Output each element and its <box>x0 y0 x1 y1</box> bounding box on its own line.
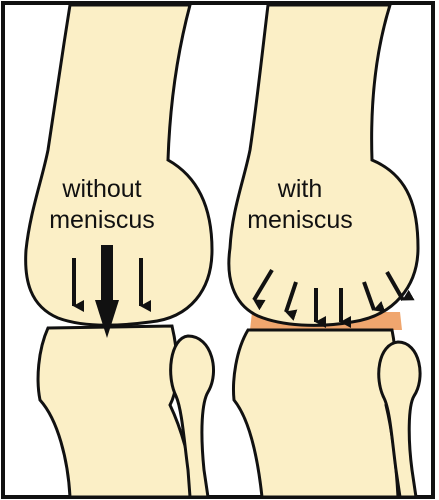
left-label-line1: without <box>61 175 141 203</box>
right-tibia <box>234 330 398 497</box>
right-label-line1: with <box>277 175 322 203</box>
right-label-line2: meniscus <box>247 206 353 234</box>
left-label-line2: meniscus <box>49 206 155 234</box>
